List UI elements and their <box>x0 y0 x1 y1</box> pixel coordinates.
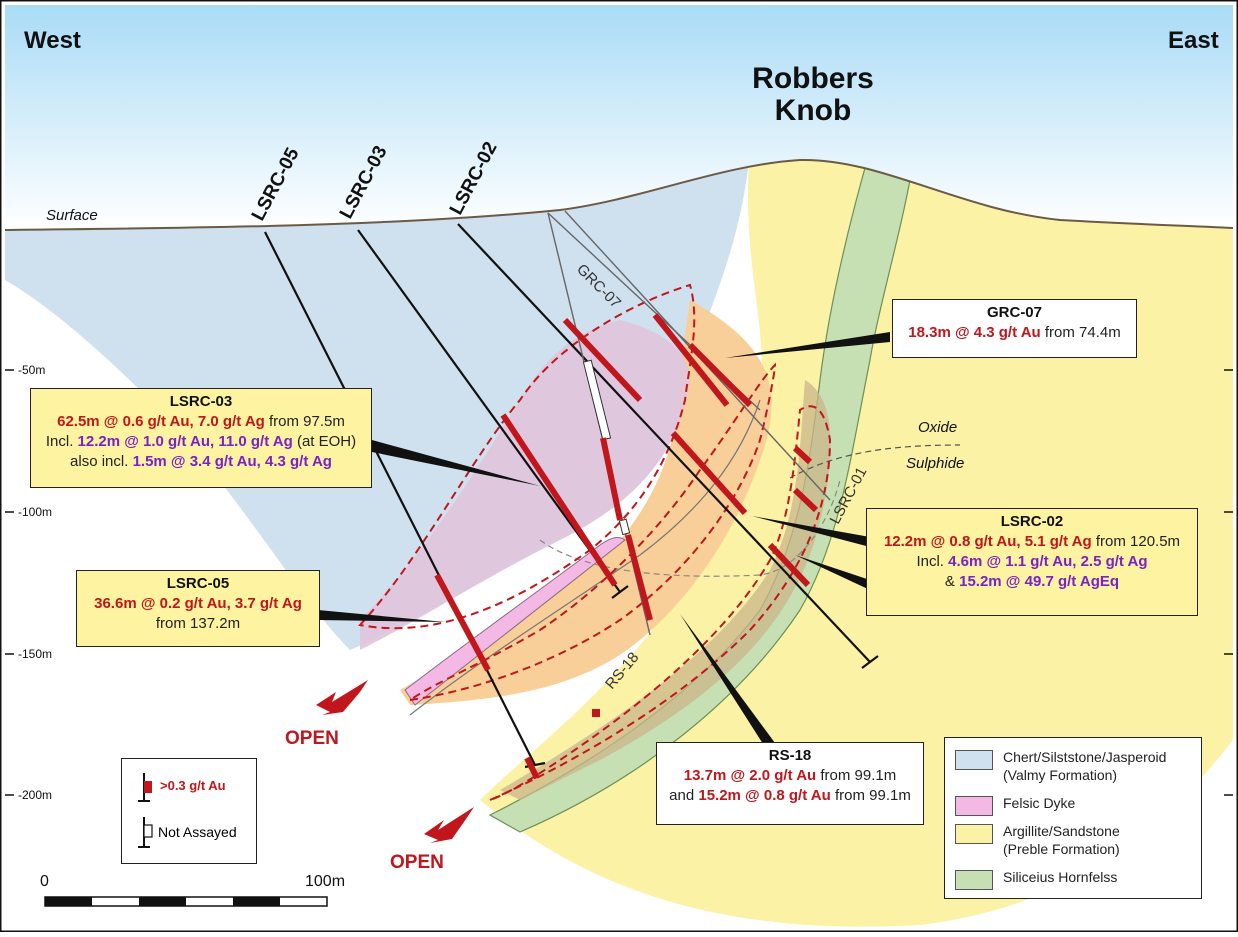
legend-item-felsic: Felsic Dyke <box>955 794 1075 816</box>
lsrc02-result: 12.2m @ 0.8 g/t Au, 5.1 g/t Ag <box>883 533 1092 550</box>
grc07-result: 18.3m @ 4.3 g/t Au <box>908 324 1041 341</box>
callout-title: LSRC-05 <box>166 575 230 592</box>
open-arrow-2 <box>424 807 474 843</box>
lsrc03-incl: 12.2m @ 1.0 g/t Au, 11.0 g/t Ag <box>77 433 293 450</box>
lsrc05-result: 36.6m @ 0.2 g/t Au, 3.7 g/t Ag <box>94 595 302 612</box>
callout-title: LSRC-02 <box>1000 513 1064 530</box>
lsrc03-also-prefix: also incl. <box>70 453 133 470</box>
intercept-lsrc-02-b <box>670 430 748 516</box>
depth-100: -100m <box>18 505 52 519</box>
intercept-rs-18-a <box>600 437 623 521</box>
intercept-grc-07-a <box>652 313 730 407</box>
intercept-lsrc-02-a <box>562 317 643 403</box>
callout-lsrc-03: LSRC-03 62.5m @ 0.6 g/t Au, 7.0 g/t Ag f… <box>30 388 372 488</box>
open-label-1: OPEN <box>285 728 339 749</box>
legend-swatch-hornfels <box>955 870 993 890</box>
rs18-result-2: 15.2m @ 0.8 g/t Au <box>698 787 831 804</box>
intercepts <box>434 313 819 780</box>
lsrc02-amp: & <box>944 573 960 590</box>
legend-sublabel: (Valmy Formation) <box>1003 767 1118 783</box>
trace-lsrc-02 <box>457 223 871 663</box>
rs18-from-2: from 99.1m <box>830 787 911 804</box>
robbers-label: Robbers <box>752 62 874 95</box>
lsrc03-eoh: (at EOH) <box>292 433 357 450</box>
legend-item-argillite: Argillite/Sandstone (Preble Formation) <box>955 822 1120 858</box>
intercept-rs-18-b <box>625 534 653 621</box>
key-not-assayed-label: Not Assayed <box>158 824 237 840</box>
lsrc02-from: from 120.5m <box>1091 533 1181 550</box>
legend-item-hornfels: Siliceius Hornfelss <box>955 868 1117 890</box>
west-label: West <box>24 27 81 54</box>
unit-hornfels <box>488 159 916 833</box>
contact-line <box>409 399 761 716</box>
oxide-boundary <box>789 444 961 479</box>
intercept-lsrc-05 <box>434 573 491 672</box>
depth-200: -200m <box>18 788 52 802</box>
lsrc02-incl-prefix: Incl. <box>916 553 949 570</box>
callout-lsrc-02: LSRC-02 12.2m @ 0.8 g/t Au, 5.1 g/t Ag f… <box>866 508 1198 616</box>
rs18-result: 13.7m @ 2.0 g/t Au <box>683 767 817 784</box>
scale-start: 0 <box>40 873 49 890</box>
envelope-3 <box>489 405 832 801</box>
lsrc03-result: 62.5m @ 0.6 g/t Au, 7.0 g/t Ag <box>57 413 265 430</box>
alteration-overlap <box>500 380 831 800</box>
depth-50: -50m <box>18 363 45 377</box>
oxide-boundary-west <box>539 479 841 577</box>
legend-label: Argillite/Sandstone <box>1003 823 1120 839</box>
legend: Chert/Silststone/Jasperoid (Valmy Formati… <box>944 737 1202 899</box>
lsrc02-incl: 4.6m @ 1.1 g/t Au, 2.5 g/t Ag <box>948 553 1148 570</box>
felsic-dyke <box>404 537 626 706</box>
legend-sublabel: (Preble Formation) <box>1003 841 1120 857</box>
trace-lsrc-05 <box>264 231 536 766</box>
east-label: East <box>1168 27 1219 54</box>
sky <box>5 5 1233 230</box>
scale-bar: 0 100m <box>40 873 345 907</box>
callout-title: GRC-07 <box>986 304 1042 321</box>
knob-label: Knob <box>775 94 852 127</box>
legend-label: Chert/Silststone/Jasperoid <box>1003 749 1167 765</box>
open-label-2: OPEN <box>390 852 444 873</box>
lsrc03-from: from 97.5m <box>264 413 345 430</box>
leaders <box>318 332 890 747</box>
intercept-grc-07-b <box>687 342 753 408</box>
lsrc03-incl-prefix: Incl. <box>45 433 78 450</box>
lsrc03-also: 1.5m @ 3.4 g/t Au, 4.3 g/t Ag <box>132 453 332 470</box>
lsrc05-from: from 137.2m <box>155 615 241 632</box>
key-assayed-label: >0.3 g/t Au <box>160 778 226 793</box>
depth-axis-right <box>1224 369 1233 796</box>
callout-title: RS-18 <box>768 747 812 764</box>
scale-end: 100m <box>305 873 345 890</box>
callout-title: LSRC-03 <box>169 393 233 410</box>
legend-swatch-argillite <box>955 824 993 844</box>
legend-label: Siliceius Hornfelss <box>1003 869 1118 885</box>
grc07-from: from 74.4m <box>1040 324 1121 341</box>
callout-lsrc-05: LSRC-05 36.6m @ 0.2 g/t Au, 3.7 g/t Ag f… <box>76 570 320 647</box>
rs18-from: from 99.1m <box>816 767 897 784</box>
legend-swatch-chert <box>955 750 993 770</box>
alteration-pink <box>360 320 690 650</box>
callout-grc-07: GRC-07 18.3m @ 4.3 g/t Au from 74.4m <box>892 299 1137 358</box>
sulphide-label: Sulphide <box>906 455 964 472</box>
surface-label: Surface <box>46 207 98 224</box>
legend-item-chert: Chert/Silststone/Jasperoid (Valmy Formati… <box>955 748 1166 784</box>
depth-axis-left: -50m -100m -150m -200m <box>5 363 52 802</box>
envelope-1 <box>358 283 696 630</box>
not-assayed-segment <box>582 359 612 441</box>
intercept-lsrc-03 <box>500 413 618 587</box>
legend-swatch-felsic <box>955 796 993 816</box>
open-arrow-1 <box>316 680 368 715</box>
oxide-label: Oxide <box>918 419 957 436</box>
key-symbols <box>138 773 153 848</box>
envelope-2 <box>409 362 777 701</box>
legend-label: Felsic Dyke <box>1003 795 1076 811</box>
lsrc02-ageq: 15.2m @ 49.7 g/t AgEq <box>959 573 1120 590</box>
rs18-and: and <box>669 787 699 804</box>
symbol-key: >0.3 g/t Au Not Assayed <box>121 758 257 864</box>
intercept-lsrc-02-c <box>767 542 811 588</box>
surface-line <box>4 158 1234 231</box>
depth-150: -150m <box>18 647 52 661</box>
callout-rs-18: RS-18 13.7m @ 2.0 g/t Au from 99.1m and … <box>656 742 924 825</box>
